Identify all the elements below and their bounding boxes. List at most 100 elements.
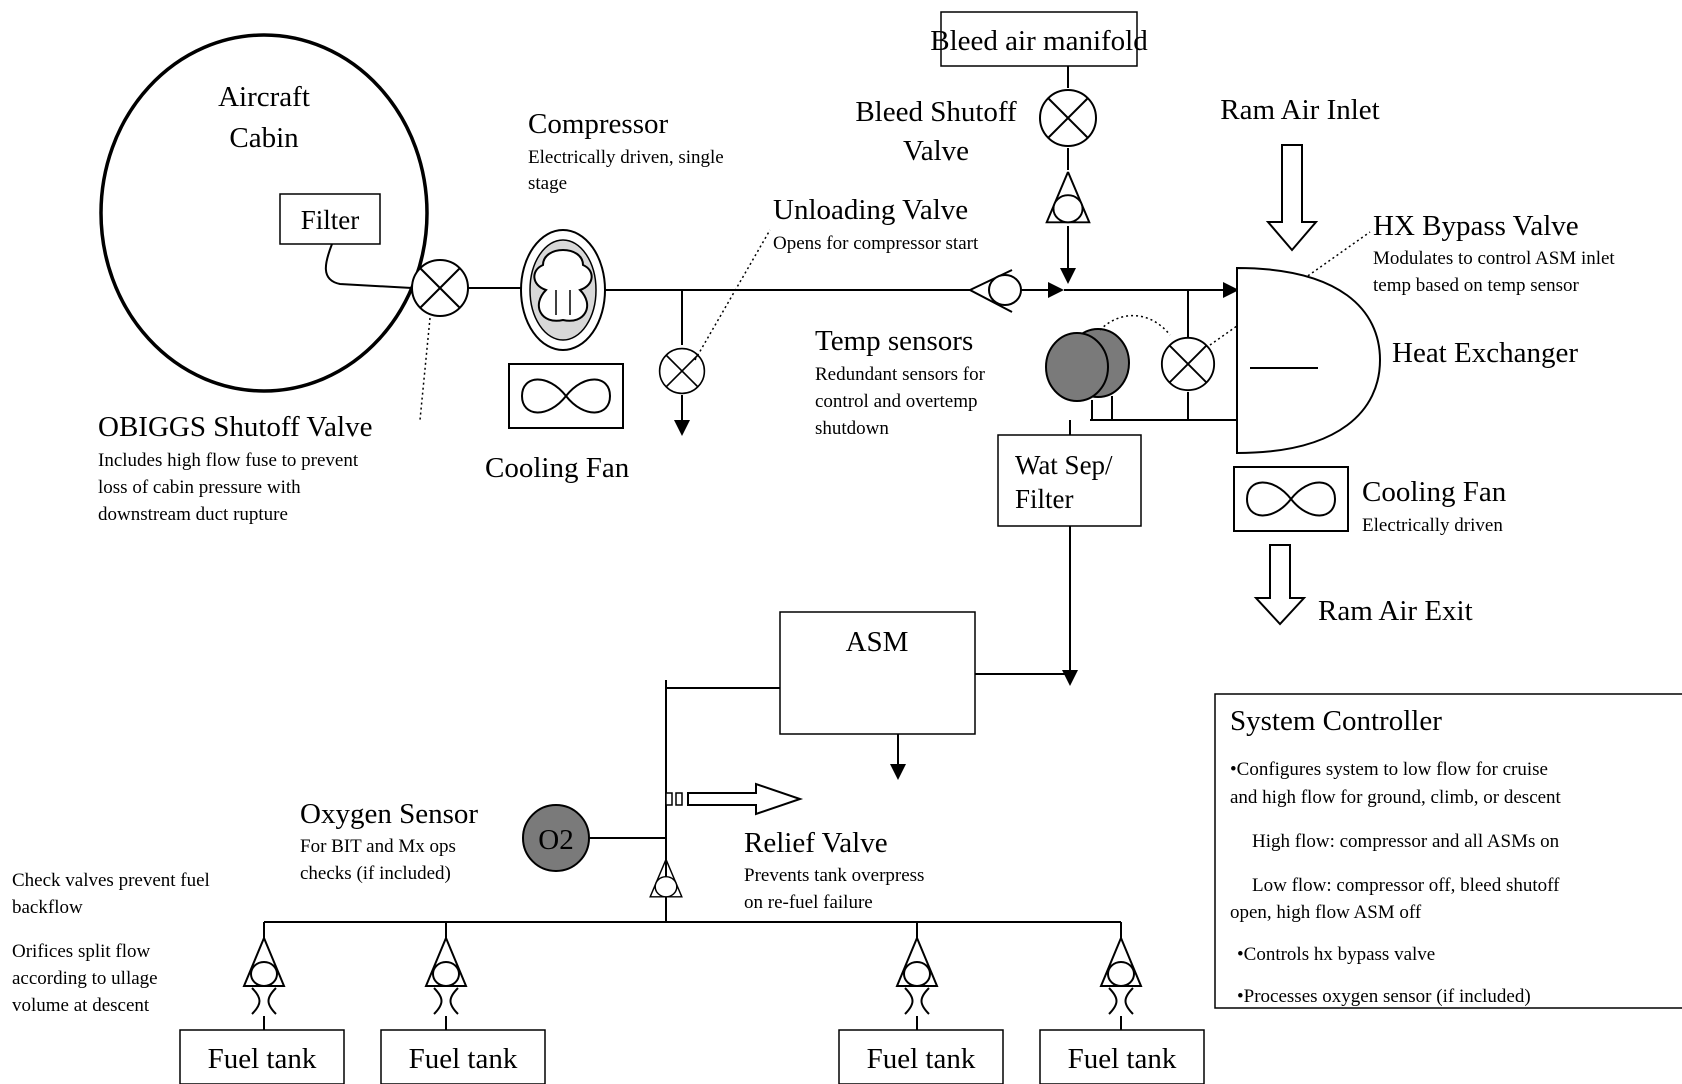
cooling-fan-right-symbol (1233, 466, 1349, 532)
unloading-title: Unloading Valve (773, 194, 968, 226)
oxygen-sensor-title: Oxygen Sensor (300, 798, 478, 830)
fuel-tank-3: Fuel tank (838, 1029, 1004, 1084)
system-controller-line-5: open, high flow ASM off (1230, 902, 1422, 923)
unloading-label-group: Unloading Valve Opens for compressor sta… (773, 194, 979, 254)
ram-exit-label: Ram Air Exit (1318, 595, 1473, 627)
obiggs-leader-line (419, 317, 431, 421)
heat-exchanger-label: Heat Exchanger (1392, 337, 1578, 369)
fuel-tank-4-label: Fuel tank (1068, 1043, 1177, 1075)
cabin-filter-box (279, 193, 381, 245)
system-controller-line-6: •Controls hx bypass valve (1237, 944, 1435, 965)
cabin-outlet-duct (324, 243, 413, 289)
bleed-valve-label-group: Bleed Shutoff Valve (855, 96, 1017, 167)
obiggs-label-group: OBIGGS Shutoff Valve Includes high flow … (98, 411, 372, 525)
cabin-filter-label: Filter (301, 205, 360, 235)
obiggs-title: OBIGGS Shutoff Valve (98, 411, 372, 443)
unloading-leader-line (694, 229, 771, 361)
tank-check-valve-3[interactable] (896, 937, 938, 1015)
oxygen-sensor: O2 (522, 804, 590, 872)
hx-inlet-arrow (1223, 282, 1239, 298)
check-note-1: Check valves prevent fuel (12, 870, 210, 891)
system-controller-line-7: •Processes oxygen sensor (if included) (1237, 986, 1531, 1007)
orifice-note-1: Orifices split flow (12, 941, 151, 962)
fuel-tank-1-label: Fuel tank (208, 1043, 317, 1075)
ram-inlet-arrow (1265, 144, 1319, 252)
cooling-fan-right-desc: Electrically driven (1362, 515, 1503, 536)
tank-branch-4 (1100, 922, 1142, 1030)
temp-sensors-label-group: Temp sensors Redundant sensors for contr… (815, 325, 986, 439)
hx-bypass-valve[interactable] (1160, 290, 1216, 420)
cooling-fan-right-title: Cooling Fan (1362, 476, 1507, 508)
oxygen-sensor-symbol: O2 (538, 824, 573, 856)
system-controller-line-1: •Configures system to low flow for cruis… (1230, 759, 1548, 780)
unloading-desc: Opens for compressor start (773, 233, 979, 254)
system-controller-line-3: High flow: compressor and all ASMs on (1252, 831, 1560, 852)
hx-bypass-desc-1: Modulates to control ASM inlet (1373, 248, 1615, 269)
orifice-note-3: volume at descent (12, 995, 150, 1016)
cabin-title-line2: Cabin (229, 122, 299, 154)
system-controller-line-4: Low flow: compressor off, bleed shutoff (1252, 875, 1560, 896)
wat-sep-line2: Filter (1015, 484, 1074, 514)
ram-inlet-label: Ram Air Inlet (1220, 94, 1379, 126)
fuel-tank-4: Fuel tank (1039, 1029, 1205, 1084)
cabin-title-line1: Aircraft (218, 81, 310, 113)
oxygen-sensor-desc-2: checks (if included) (300, 863, 451, 884)
relief-valve-title: Relief Valve (744, 827, 888, 859)
compressor-title: Compressor (528, 108, 669, 140)
relief-valve-label-group: Relief Valve Prevents tank overpress on … (744, 827, 924, 913)
relief-valve[interactable] (665, 782, 804, 816)
bleed-manifold-box (940, 11, 1138, 67)
temp-sensors-desc-1: Redundant sensors for (815, 364, 986, 385)
cooling-fan-left-symbol (508, 363, 624, 429)
tank-check-valve-4[interactable] (1100, 937, 1142, 1015)
bleed-shutoff-valve[interactable] (1039, 89, 1097, 147)
obiggs-desc-1: Includes high flow fuse to prevent (98, 450, 359, 471)
temp-sensors-desc-3: shutdown (815, 418, 889, 439)
tank-check-valve-1[interactable] (243, 937, 285, 1015)
fuel-tank-3-label: Fuel tank (867, 1043, 976, 1075)
check-valve-note: Check valves prevent fuel backflow (12, 870, 210, 918)
aircraft-cabin: Aircraft Cabin Filter (99, 33, 429, 393)
ram-exit-arrow (1253, 544, 1307, 626)
main-check-valve[interactable] (967, 269, 1064, 313)
hx-bypass-desc-2: temp based on temp sensor (1373, 275, 1579, 296)
bleed-manifold-label: Bleed air manifold (930, 25, 1148, 57)
oxygen-sensor-desc-1: For BIT and Mx ops (300, 836, 456, 857)
system-controller-line-2: and high flow for ground, climb, or desc… (1230, 787, 1562, 808)
system-controller-title: System Controller (1230, 705, 1442, 737)
fuel-tank-2-label: Fuel tank (409, 1043, 518, 1075)
temp-sensors-desc-2: control and overtemp (815, 391, 978, 412)
obiggs-shutoff-valve[interactable] (411, 259, 527, 317)
tank-branch-2 (425, 922, 467, 1030)
heat-exchanger (1236, 266, 1382, 455)
system-controller-box: System Controller •Configures system to … (1214, 693, 1682, 1009)
bleed-valve-title-1: Bleed Shutoff (855, 96, 1017, 128)
compressor-label-group: Compressor Electrically driven, single s… (528, 108, 724, 194)
asm-label: ASM (846, 626, 909, 658)
compressor-desc-1: Electrically driven, single (528, 147, 724, 168)
bleed-arrow (1060, 268, 1076, 284)
relief-valve-desc-2: on re-fuel failure (744, 892, 873, 913)
relief-valve-desc-1: Prevents tank overpress (744, 865, 924, 886)
tank-branch-3 (896, 922, 938, 1030)
oxygen-sensor-label-group: Oxygen Sensor For BIT and Mx ops checks … (300, 798, 478, 884)
temp-sensors (1045, 314, 1171, 420)
tank-branch-1 (243, 922, 285, 1030)
unloading-valve[interactable] (658, 290, 706, 436)
obiggs-desc-3: downstream duct rupture (98, 504, 288, 525)
hx-bypass-label-group: HX Bypass Valve Modulates to control ASM… (1373, 210, 1615, 296)
check-note-2: backflow (12, 897, 83, 918)
compressor-desc-2: stage (528, 173, 567, 194)
hx-bypass-title: HX Bypass Valve (1373, 210, 1579, 242)
temp-sensors-title: Temp sensors (815, 325, 973, 357)
asm-vent-arrow (890, 764, 906, 780)
orifice-note-2: according to ullage (12, 968, 158, 989)
tank-check-valve-2[interactable] (425, 937, 467, 1015)
bleed-valve-title-2: Valve (903, 135, 969, 167)
orifice-note: Orifices split flow according to ullage … (12, 941, 158, 1016)
bleed-check-valve[interactable] (1045, 170, 1091, 224)
compressor (520, 229, 606, 351)
fuel-tank-1: Fuel tank (179, 1029, 345, 1084)
obiggs-desc-2: loss of cabin pressure with (98, 477, 301, 498)
